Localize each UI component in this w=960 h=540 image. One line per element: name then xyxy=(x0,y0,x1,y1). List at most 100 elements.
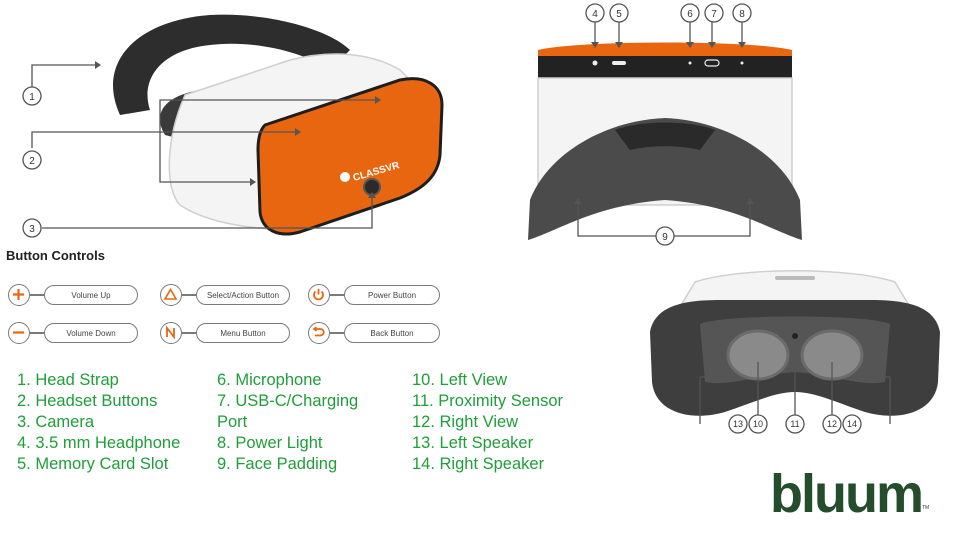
legend-column-3: 10. Left View 11. Proximity Sensor 12. R… xyxy=(412,370,563,475)
control-menu: Menu Button xyxy=(160,322,290,344)
arrow-1 xyxy=(95,61,101,69)
arrow-8 xyxy=(738,42,746,48)
shell-slot xyxy=(775,276,815,280)
callout-13-number: 13 xyxy=(733,419,743,429)
callout-14-circle xyxy=(842,414,862,434)
triangle-icon xyxy=(160,284,182,306)
callout-9-number: 9 xyxy=(662,232,668,243)
arrow-2a xyxy=(375,96,381,104)
arrow-13 xyxy=(735,373,741,381)
usb-c-port xyxy=(704,59,720,67)
front-plate xyxy=(256,77,444,236)
callout-4-circle xyxy=(585,3,605,23)
back-button-label: Back Button xyxy=(344,323,440,343)
callout-11-circle xyxy=(785,414,805,434)
arrow-14 xyxy=(849,373,855,381)
callout-14-number: 14 xyxy=(847,419,857,429)
callout-7-circle xyxy=(704,3,724,23)
callout-3-line xyxy=(42,198,373,229)
callout-1-circle xyxy=(22,86,42,106)
callout-12-circle xyxy=(822,414,842,434)
legend-item: 8. Power Light xyxy=(217,434,323,452)
callout-2-line-c xyxy=(159,132,250,183)
memory-card-slot xyxy=(612,61,626,65)
legend-item: 3. Camera xyxy=(17,413,95,431)
back-arrow-icon xyxy=(308,322,330,344)
arrow-9a xyxy=(574,198,582,204)
callout-13-circle xyxy=(728,414,748,434)
callout-1-line xyxy=(31,64,95,95)
callout-12-number: 12 xyxy=(827,419,837,429)
arrow-6 xyxy=(686,42,694,48)
arrow-3 xyxy=(368,192,376,198)
control-volume-down: Volume Down xyxy=(8,322,138,344)
legend-item: Port xyxy=(217,413,248,431)
callout-3-circle xyxy=(22,218,42,238)
port-panel xyxy=(538,56,792,78)
legend-item: 5. Memory Card Slot xyxy=(17,455,169,473)
headphone-port xyxy=(592,60,598,66)
top-edge xyxy=(538,42,792,58)
headset-top-view-illustration: 4 5 6 7 8 9 xyxy=(528,3,802,246)
callout-8-circle xyxy=(732,3,752,23)
legend-item: 14. Right Speaker xyxy=(412,455,545,473)
arrow-2b xyxy=(295,128,301,136)
power-light xyxy=(740,61,744,65)
legend-column-2: 6. Microphone 7. USB-C/Charging Port 8. … xyxy=(217,370,358,475)
menu-button-label: Menu Button xyxy=(196,323,290,343)
microphone-hole xyxy=(688,61,692,65)
trademark-mark: TM xyxy=(922,505,930,511)
callout-2-circle xyxy=(22,150,42,170)
legend-item: 4. 3.5 mm Headphone xyxy=(17,434,181,452)
legend-item: 12. Right View xyxy=(412,413,519,431)
callout-4-number: 4 xyxy=(592,9,598,20)
callout-5-circle xyxy=(609,3,629,23)
callout-8-number: 8 xyxy=(739,9,745,20)
callout-10-circle xyxy=(748,414,768,434)
legend-item: 10. Left View xyxy=(412,371,508,389)
volume-up-label: Volume Up xyxy=(44,285,138,305)
callout-6-circle xyxy=(680,3,700,23)
inside-view-shell xyxy=(678,270,912,308)
brand-logo-mark xyxy=(340,172,350,182)
callout-6-number: 6 xyxy=(687,9,693,20)
arrow-2c xyxy=(250,178,256,186)
legend-item: 11. Proximity Sensor xyxy=(412,392,563,410)
minus-icon xyxy=(8,322,30,344)
legend-item: 1. Head Strap xyxy=(17,371,119,389)
headset-inside-view-illustration: 13 10 11 12 14 xyxy=(650,270,940,434)
legend-item: 6. Microphone xyxy=(217,371,322,389)
arrow-5 xyxy=(615,42,623,48)
control-volume-up: Volume Up xyxy=(8,284,138,306)
proximity-sensor xyxy=(792,333,798,339)
control-select-action: Select/Action Button xyxy=(160,284,290,306)
callout-9-circle xyxy=(655,226,675,246)
legend-column-1: 1. Head Strap 2. Headset Buttons 3. Came… xyxy=(17,370,180,475)
plus-icon xyxy=(8,284,30,306)
arrow-7 xyxy=(708,42,716,48)
callout-3-number: 3 xyxy=(29,224,35,235)
legend-item: 7. USB-C/Charging xyxy=(217,392,359,410)
callout-10-number: 10 xyxy=(753,419,763,429)
legend-item: 13. Left Speaker xyxy=(412,434,534,452)
power-button-label: Power Button xyxy=(344,285,440,305)
volume-down-label: Volume Down xyxy=(44,323,138,343)
control-back: Back Button xyxy=(308,322,440,344)
control-power: Power Button xyxy=(308,284,440,306)
legend-item: 2. Headset Buttons xyxy=(17,392,158,410)
arrow-4 xyxy=(591,42,599,48)
callout-2-number: 2 xyxy=(29,156,35,167)
select-action-label: Select/Action Button xyxy=(196,285,290,305)
arrow-9b xyxy=(746,198,754,204)
callout-1-number: 1 xyxy=(29,92,35,103)
headset-side-illustration: CLASSVR 1 2 3 xyxy=(22,14,444,238)
power-icon xyxy=(308,284,330,306)
face-cavity xyxy=(615,122,715,150)
head-strap xyxy=(113,14,350,116)
face-padding xyxy=(528,118,802,240)
n-icon xyxy=(160,322,182,344)
callout-7-number: 7 xyxy=(711,9,717,20)
callout-11-number: 11 xyxy=(790,419,799,429)
legend-item: 9. Face Padding xyxy=(217,455,338,473)
bluum-logo: bluum xyxy=(770,464,924,524)
